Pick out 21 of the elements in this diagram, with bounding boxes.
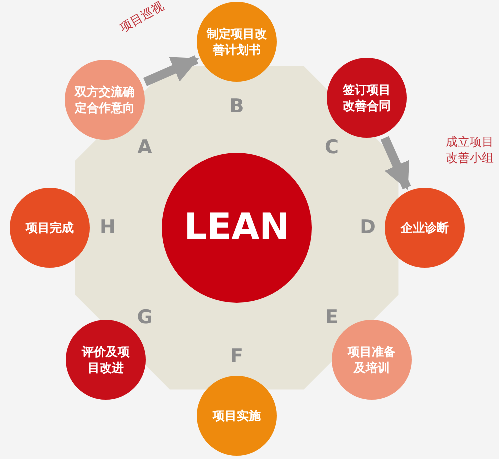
step-text: 制定项目改善计划书 <box>206 26 268 58</box>
edge-label: 项目巡视 <box>116 0 168 38</box>
step-letter: A <box>138 138 152 158</box>
step-text: 项目完成 <box>24 220 75 236</box>
arrow <box>143 56 200 86</box>
center-title: LEAN <box>183 206 291 250</box>
step-letter: F <box>230 348 244 366</box>
step-text: 项目准备及培训 <box>346 344 397 376</box>
step-letter: D <box>360 218 376 238</box>
step-text: 企业诊断 <box>400 220 450 236</box>
arrow <box>380 136 412 190</box>
step-text: 项目实施 <box>212 408 262 424</box>
step-text: 评价及项目改进 <box>80 344 131 376</box>
step-letter: B <box>230 98 244 116</box>
step-letter: G <box>137 308 153 328</box>
edge-label: 成立项目改善小组 <box>445 134 495 166</box>
step-letter: C <box>325 138 339 158</box>
step-letter: E <box>326 308 338 328</box>
step-text: 签订项目改善合同 <box>342 82 392 114</box>
step-text: 双方交流确定合作意向 <box>74 84 136 116</box>
step-letter: H <box>100 218 116 238</box>
